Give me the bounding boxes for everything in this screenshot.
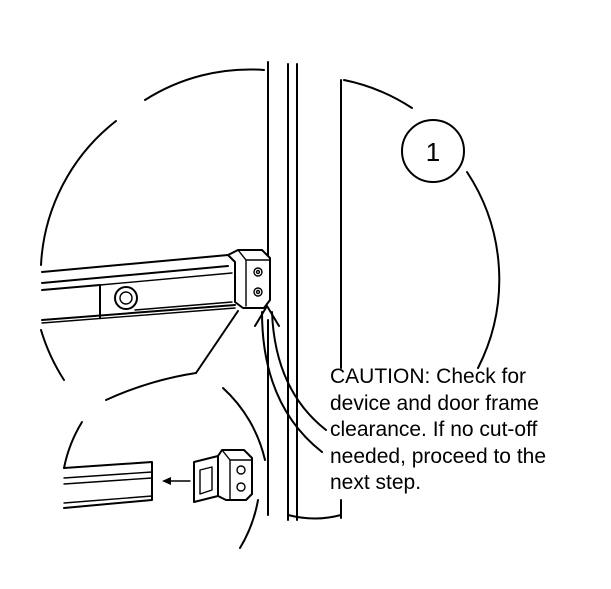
door-frame <box>267 61 342 521</box>
inset-circle-top <box>105 372 197 401</box>
step-number: 1 <box>426 137 440 167</box>
caution-line: needed, proceed to the <box>330 444 547 468</box>
step-number-badge: 1 <box>401 119 465 183</box>
push-bar <box>41 254 236 324</box>
caution-line: CAUTION: Check for <box>330 365 527 388</box>
inset-circle-right <box>222 387 266 461</box>
inset-bar-end <box>63 461 153 509</box>
leader-line <box>195 310 239 374</box>
caution-pointer-arrow <box>254 305 327 453</box>
inset-circle-bottom <box>239 499 259 549</box>
end-cap <box>227 249 271 309</box>
bar-button <box>114 286 138 310</box>
caution-line: device and door frame <box>330 391 539 415</box>
inset-circle-left <box>63 421 83 469</box>
inset-arrow <box>162 477 191 485</box>
caution-text: CAUTION: Check for device and door frame… <box>330 364 600 497</box>
caution-line: clearance. If no cut-off <box>330 418 538 441</box>
detail-circle <box>40 68 501 381</box>
caution-line: next step. <box>330 471 422 494</box>
inset-end-cap <box>193 449 253 503</box>
